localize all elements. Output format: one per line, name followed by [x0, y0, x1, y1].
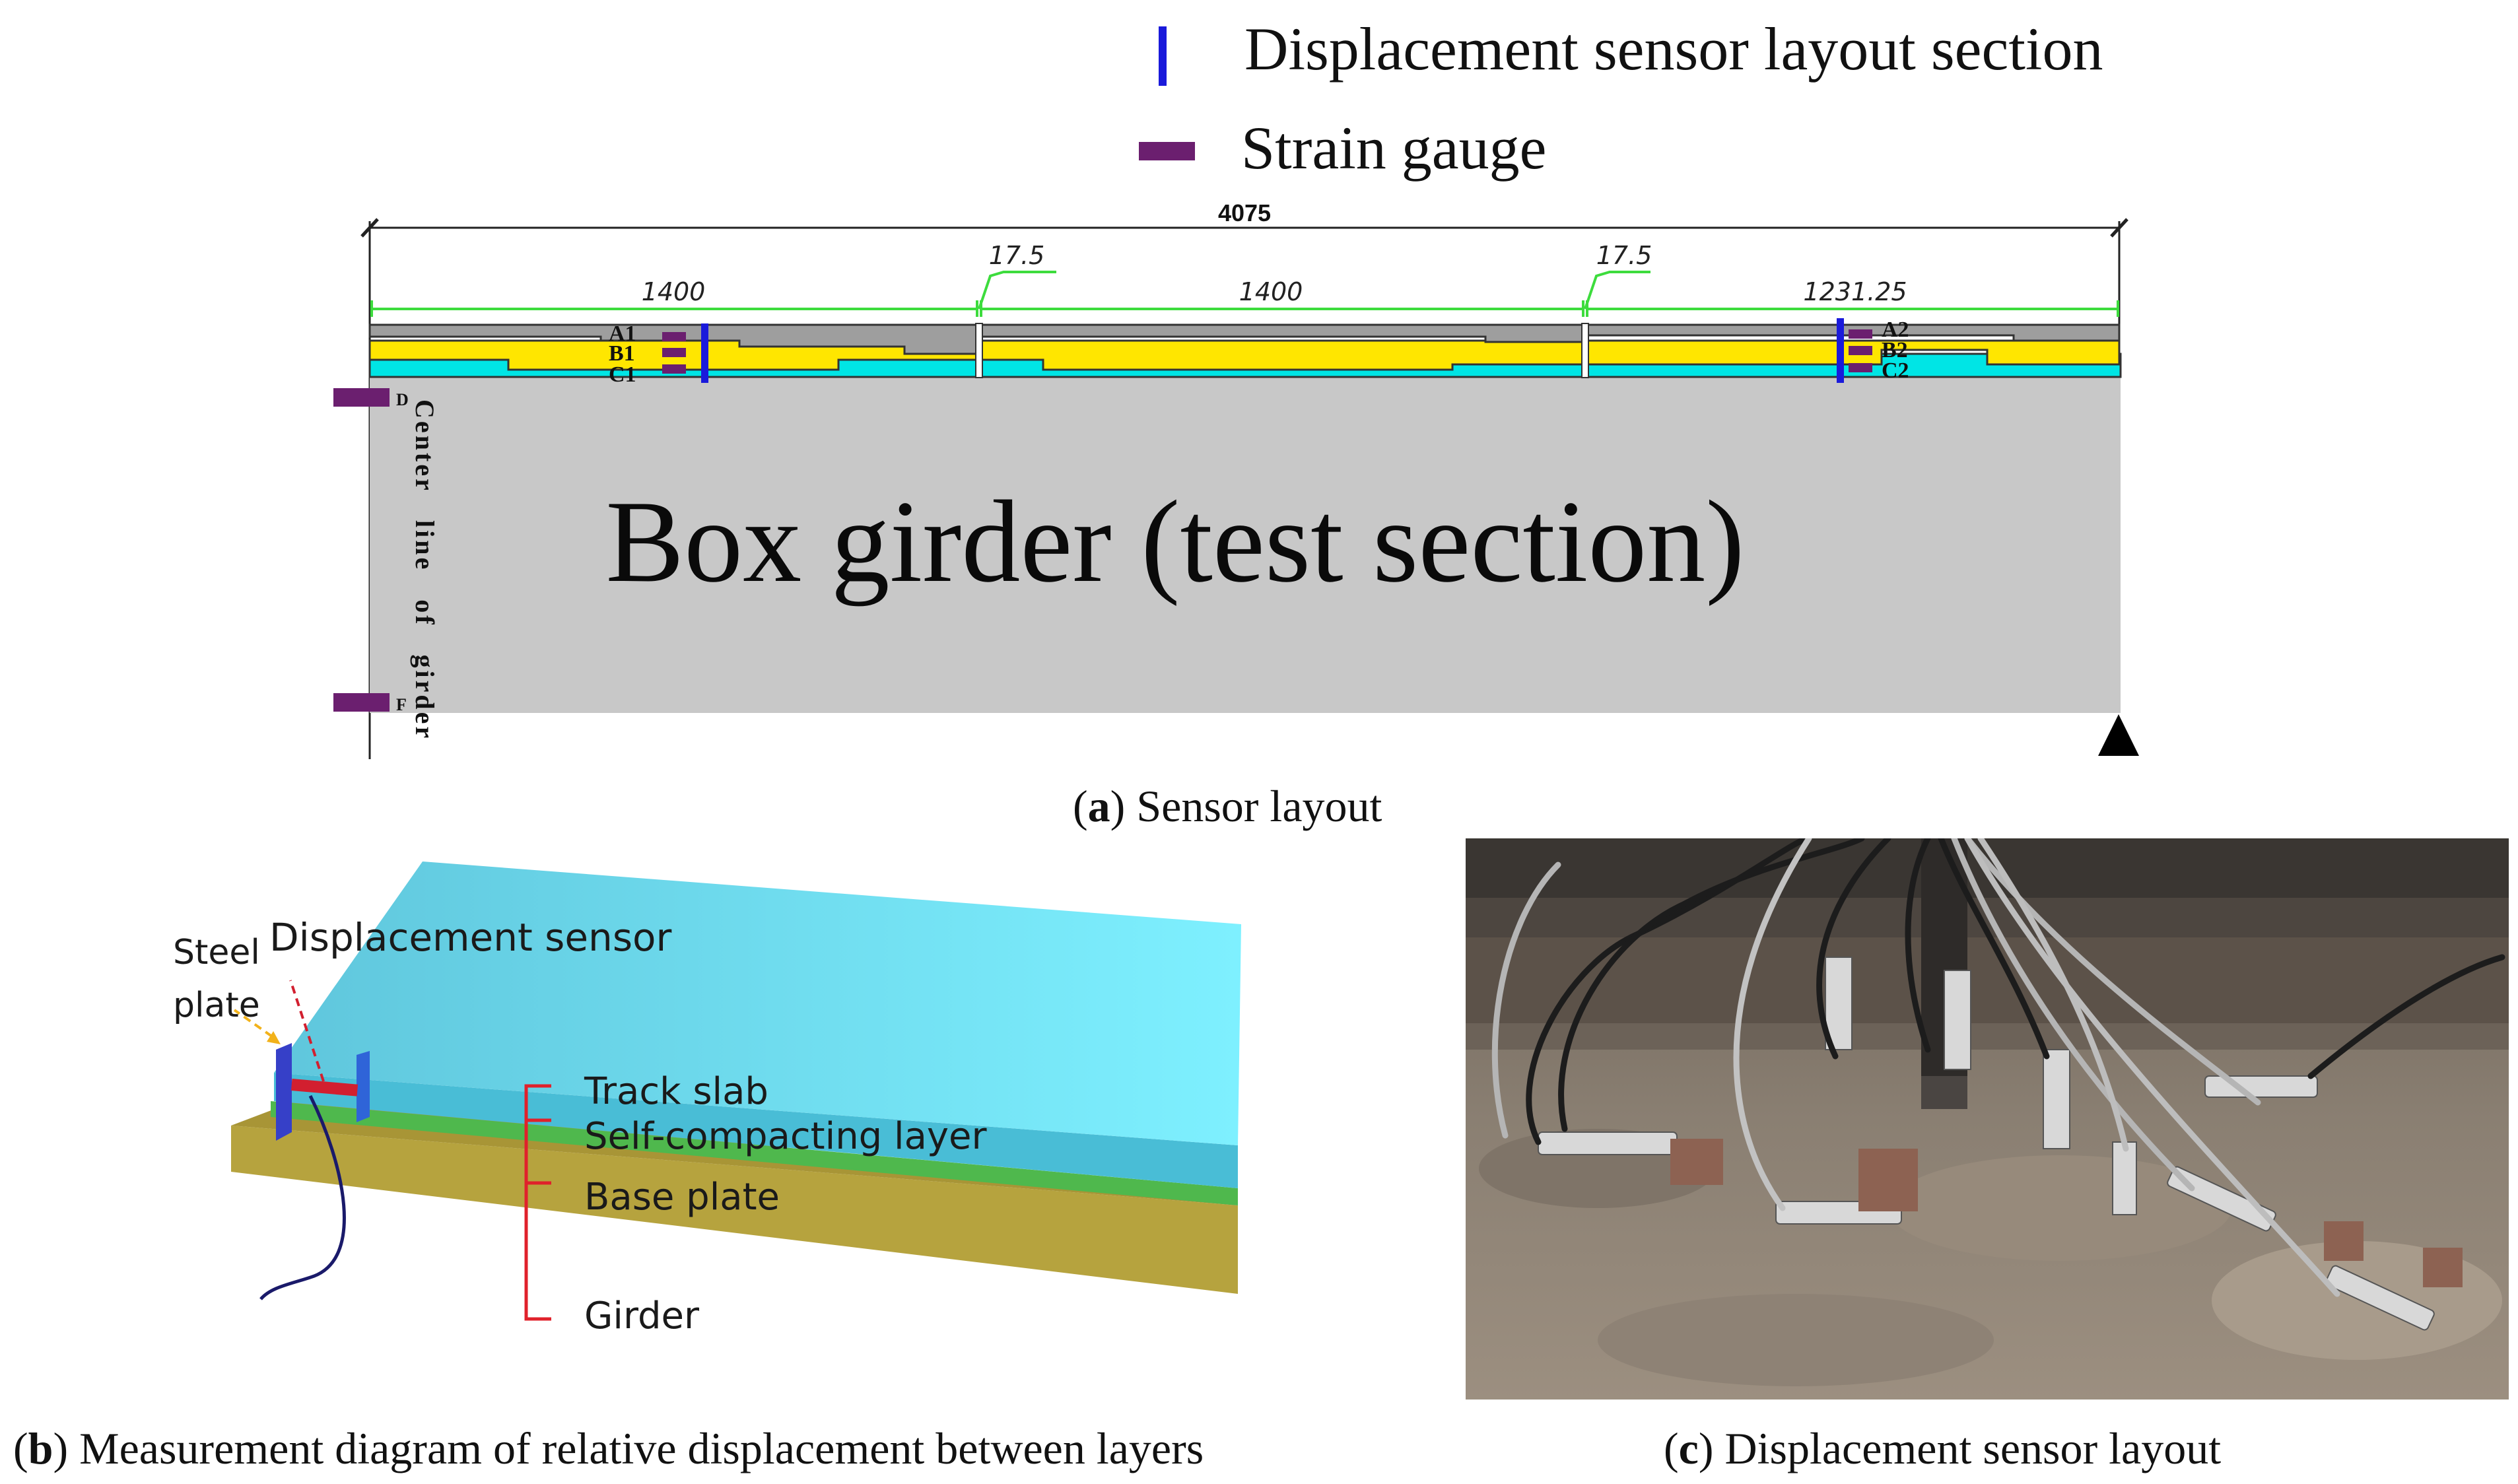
- track-slab-side: [274, 1073, 1238, 1188]
- segment-dimensions: [370, 271, 2119, 317]
- strain-gauge-a2: [1849, 329, 1872, 339]
- layer-track-slab: Track slab: [584, 1070, 768, 1113]
- caption-b: (b) Measurement diagram of relative disp…: [13, 1423, 1204, 1473]
- label-b1: B1: [609, 341, 635, 366]
- displacement-measurement-diagram: Steel plate Displacement sensor Track sl…: [173, 861, 1241, 1337]
- box-girder: [370, 375, 2121, 713]
- support-icon: [2098, 714, 2139, 756]
- sensor-photo-illustration: [1466, 838, 2509, 1400]
- girder-title: Box girder (test section): [605, 476, 1744, 607]
- layer-base-plate: Base plate: [584, 1176, 780, 1219]
- centerline-label: Center line of girder: [410, 399, 440, 741]
- steel-plate-leader: [233, 1009, 273, 1038]
- dim-gap-1: 17.5: [989, 241, 1045, 270]
- caption-a: (a) Sensor layout: [1073, 781, 1382, 831]
- sensor-cable: [259, 1095, 346, 1300]
- displacement-sensor-rod: [290, 1079, 358, 1096]
- total-dimension-label: 4075: [1218, 199, 1271, 226]
- displacement-legend-label: Displacement sensor layout section: [1244, 15, 2103, 83]
- dim-segment-2: 1400: [1239, 277, 1303, 306]
- tick-right: [2110, 218, 2128, 238]
- label-d: D: [396, 390, 409, 409]
- dim-segment-1: 1400: [642, 277, 706, 306]
- label-c1: C1: [609, 362, 636, 387]
- strain-gauge-d: [333, 388, 390, 407]
- track-slab-top: [274, 861, 1241, 1145]
- steel-plate-right: [357, 1051, 370, 1122]
- self-compacting-layer: [368, 339, 2121, 371]
- sensor-layout-diagram: Displacement sensor layout section Strai…: [333, 15, 2139, 759]
- tick-left: [360, 218, 379, 238]
- label-c2: C2: [1882, 358, 1909, 383]
- sensor-label: Displacement sensor: [269, 915, 672, 960]
- steel-plate-arrow: [267, 1031, 281, 1044]
- displacement-section-right: [1837, 318, 1844, 383]
- slab-joint-1: [975, 323, 983, 378]
- steel-plate-left: [276, 1043, 292, 1141]
- strain-gauge-f: [333, 693, 390, 712]
- label-a1: A1: [609, 321, 636, 346]
- dim-gap-2: 17.5: [1596, 241, 1652, 270]
- layer-bracket: [524, 1084, 551, 1321]
- steel-plate-label-2: plate: [173, 986, 260, 1025]
- label-b2: B2: [1882, 338, 1908, 362]
- strain-gauge-c2: [1849, 363, 1872, 372]
- steel-plate-label: Steel: [173, 933, 260, 972]
- self-compacting-3d: [271, 1101, 1238, 1205]
- strain-gauge-b2: [1849, 346, 1872, 355]
- label-a2: A2: [1882, 318, 1909, 342]
- label-f: F: [396, 695, 407, 714]
- strain-gauge-c1: [662, 364, 686, 374]
- strain-gauge-a1: [662, 332, 686, 341]
- base-plate-3d: [231, 1126, 1238, 1294]
- caption-c: (c) Displacement sensor layout: [1664, 1423, 2222, 1473]
- layer-self-compacting: Self-compacting layer: [584, 1115, 987, 1158]
- displacement-section-left: [701, 323, 708, 383]
- slab-joint-2: [1581, 323, 1589, 378]
- strain-legend-marker: [1139, 142, 1195, 160]
- displacement-legend-marker: [1159, 26, 1167, 86]
- strain-legend-label: Strain gauge: [1241, 114, 1546, 182]
- strain-gauge-b1: [662, 348, 686, 357]
- dim-segment-3: 1231.25: [1803, 277, 1907, 306]
- layer-girder: Girder: [584, 1295, 700, 1337]
- sensor-leader: [289, 980, 325, 1082]
- sensor-photo: [1466, 838, 2509, 1400]
